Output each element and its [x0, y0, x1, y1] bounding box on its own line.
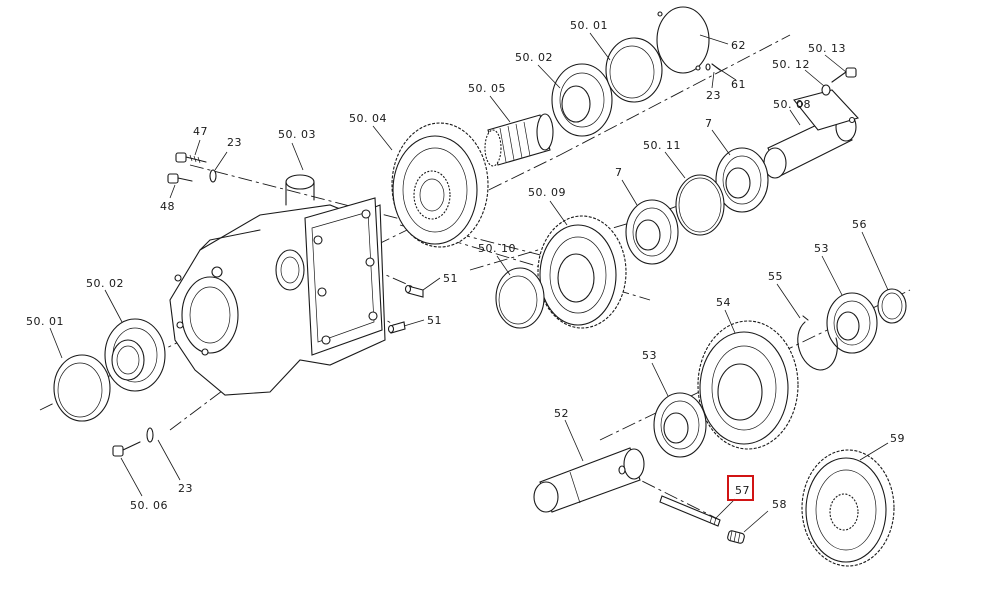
label-50-01-left: 50. 01	[26, 315, 64, 328]
label-50-04: 50. 04	[349, 112, 387, 125]
label-48: 48	[160, 200, 175, 213]
left-race-50-01	[53, 354, 111, 422]
bearing-7-upper	[715, 147, 769, 213]
dowel-pin-51-lower	[387, 321, 406, 334]
washer-23-left	[209, 169, 217, 183]
label-50-02-top: 50. 02	[515, 51, 553, 64]
label-50-02-left: 50. 02	[86, 277, 124, 290]
label-59: 59	[890, 432, 905, 445]
upper-race-50-01	[605, 37, 663, 103]
label-56: 56	[852, 218, 867, 231]
label-57: 57	[735, 484, 750, 497]
label-54: 54	[716, 296, 731, 309]
bearing-53-upper	[826, 292, 878, 354]
bolt-50-06	[112, 427, 154, 457]
label-53-lower: 53	[642, 349, 657, 362]
gear-59	[801, 449, 895, 567]
label-7-upper: 7	[705, 117, 713, 130]
label-50-01-top: 50. 01	[570, 19, 608, 32]
shaft-50-08	[763, 89, 860, 179]
bearing-7-lower	[625, 199, 679, 265]
callout-labels: 50. 01 62 50. 13 50. 02 50. 12 61 23 50.…	[26, 19, 905, 512]
gear-54	[697, 320, 799, 450]
label-50-05: 50. 05	[468, 82, 506, 95]
label-50-13: 50. 13	[808, 42, 846, 55]
ring-50-11	[675, 174, 725, 236]
dowel-pin-51-upper	[404, 284, 424, 298]
label-23-bottom: 23	[178, 482, 193, 495]
screw-61-washer-23	[705, 63, 721, 71]
plug-58	[727, 530, 745, 544]
label-62: 62	[731, 39, 746, 52]
bolt-50-13	[831, 67, 857, 83]
label-51-lower: 51	[427, 314, 442, 327]
label-50-09: 50. 09	[528, 186, 566, 199]
label-51-upper: 51	[443, 272, 458, 285]
label-50-11: 50. 11	[643, 139, 681, 152]
spline-shaft-50-05	[484, 113, 554, 167]
label-50-08: 50. 08	[773, 98, 811, 111]
snap-ring-55	[797, 315, 838, 371]
label-23-left: 23	[227, 136, 242, 149]
bolt-48	[167, 173, 193, 184]
race-50-10	[495, 267, 545, 329]
left-bearing-50-02	[104, 318, 166, 392]
shaft-52	[533, 447, 645, 513]
cover-62	[656, 6, 710, 74]
label-61: 61	[731, 78, 746, 91]
bushing-56	[877, 288, 907, 324]
label-58: 58	[772, 498, 787, 511]
label-50-06: 50. 06	[130, 499, 168, 512]
label-55: 55	[768, 270, 783, 283]
label-52: 52	[554, 407, 569, 420]
highlight-box-57	[727, 475, 754, 501]
label-47: 47	[193, 125, 208, 138]
label-50-10: 50. 10	[478, 242, 516, 255]
housing-50-03	[169, 174, 386, 396]
label-53-upper: 53	[814, 242, 829, 255]
label-50-03: 50. 03	[278, 128, 316, 141]
gear-50-09	[537, 215, 627, 329]
gear-50-04	[391, 122, 489, 248]
leader-lines	[49, 32, 889, 533]
bearing-53-lower	[653, 392, 707, 458]
label-7-lower: 7	[615, 166, 623, 179]
upper-bearing-50-02	[551, 63, 613, 137]
pin-57	[659, 495, 721, 527]
label-50-12: 50. 12	[772, 58, 810, 71]
bolt-47	[175, 152, 207, 164]
flange-50-12	[821, 84, 831, 96]
label-23-top: 23	[706, 89, 721, 102]
